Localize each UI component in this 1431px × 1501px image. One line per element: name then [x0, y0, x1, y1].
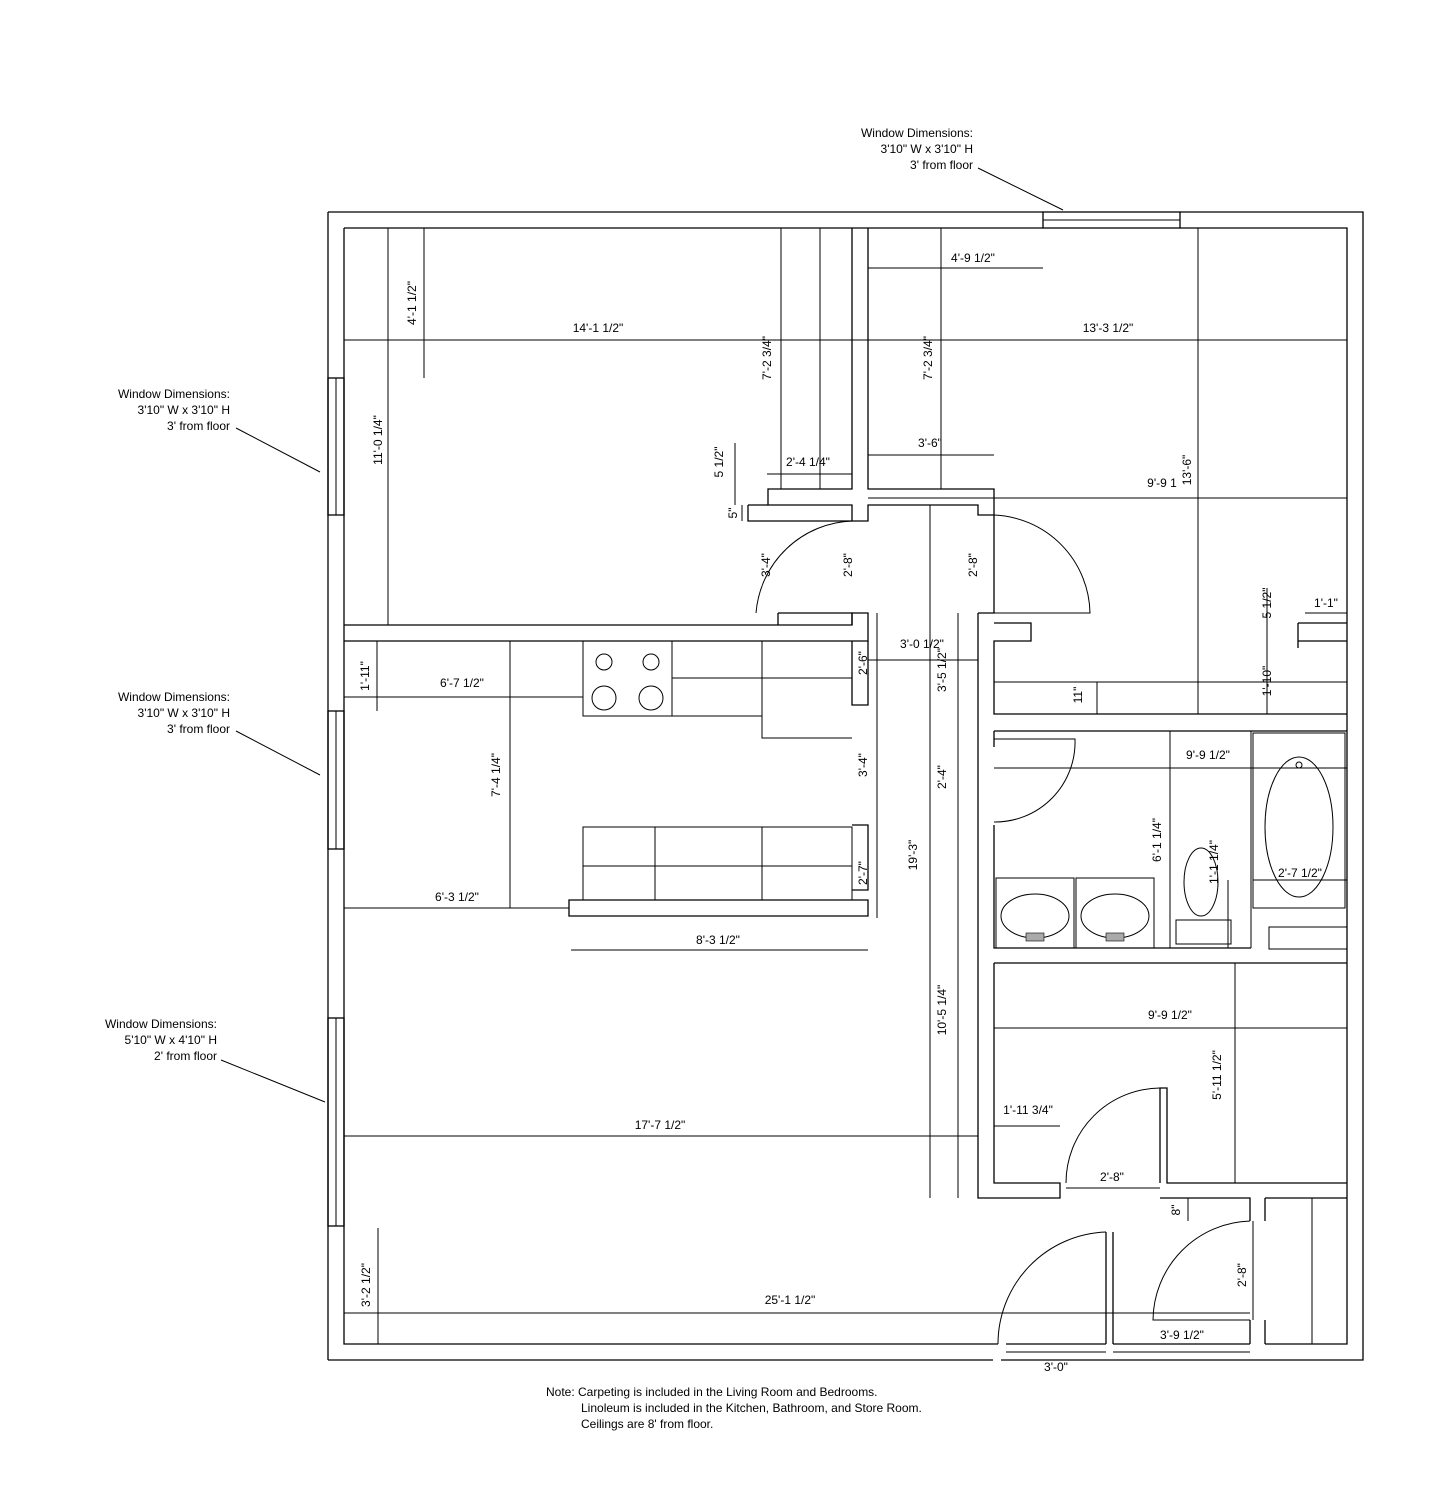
dimension-label: 14'-1 1/2": [573, 321, 624, 335]
dimension-label: 1'-1": [1314, 596, 1338, 610]
dimension-label: 4'-9 1/2": [951, 251, 995, 265]
dimension-label: 9'-9 1: [1147, 476, 1177, 490]
dimension-label: 2'-6": [856, 651, 870, 675]
dimension-label: 1'-11": [358, 661, 372, 691]
floor-plan-note: Note: Carpeting is included in the Livin…: [546, 1385, 922, 1431]
dimension-label: 1'-1 1/4": [1207, 840, 1221, 884]
window-title: Window Dimensions:: [118, 690, 230, 704]
dimension-labels-vertical: 4'-1 1/2" 7'-2 3/4" 7'-2 3/4" 11'-0 1/4"…: [358, 281, 1274, 1307]
dimension-label: 6'-1 1/4": [1150, 818, 1164, 862]
window-title: Window Dimensions:: [861, 126, 973, 140]
dimension-label: 5": [726, 508, 740, 519]
window-annotation-kitchen: Window Dimensions: 3'10" W x 3'10" H 3' …: [118, 690, 230, 736]
dimension-label: 1'-11 3/4": [1003, 1103, 1053, 1117]
dimension-lines: [344, 228, 1347, 1353]
dimension-label: 11'-0 1/4": [371, 415, 385, 465]
dimension-label: 3'-0": [1044, 1360, 1068, 1374]
window-annotation-bedroom: Window Dimensions: 3'10" W x 3'10" H 3' …: [118, 387, 230, 433]
dimension-label: 9'-9 1/2": [1148, 1008, 1192, 1022]
dimension-label: 25'-1 1/2": [765, 1293, 816, 1307]
dimension-label: 2'-7 1/2": [1278, 866, 1322, 880]
window-annotation-living: Window Dimensions: 5'10" W x 4'10" H 2' …: [105, 1017, 217, 1063]
dimension-label: 4'-1 1/2": [405, 281, 419, 325]
dimension-label: 3'-4": [759, 553, 773, 577]
dimension-label: 6'-7 1/2": [440, 676, 484, 690]
dimension-label: 3'-5 1/2": [935, 648, 949, 692]
door-swings: [755, 514, 1251, 1345]
sink-right: [1075, 877, 1155, 949]
dimension-label: 2'-8": [841, 553, 855, 577]
fixtures: [568, 228, 1348, 1344]
dimension-label: 9'-9 1/2": [1186, 748, 1230, 762]
dimension-label: 2'-4 1/4": [786, 455, 830, 469]
dimension-label: 2'-8": [1235, 1263, 1249, 1287]
dimension-label: 2'-4": [935, 765, 949, 789]
toilet-tank: [1175, 919, 1232, 945]
window-size: 3'10" W x 3'10" H: [138, 403, 230, 417]
dimension-label: 5 1/2": [1260, 588, 1274, 619]
dimension-label: 5 1/2": [712, 447, 726, 478]
dimension-label: 3'-2 1/2": [359, 1263, 373, 1307]
stove: [582, 640, 673, 717]
window-size: 5'10" W x 4'10" H: [125, 1033, 217, 1047]
window-annotation-top: Window Dimensions: 3'10" W x 3'10" H 3' …: [861, 126, 973, 172]
dimension-label: 3'-6": [918, 436, 942, 450]
dimension-label: 2'-8": [1100, 1170, 1124, 1184]
dimension-label: 3'-9 1/2": [1160, 1328, 1204, 1342]
note-line: Ceilings are 8' from floor.: [581, 1417, 713, 1431]
sink-left: [995, 877, 1075, 949]
dimension-label: 17'-7 1/2": [635, 1118, 686, 1132]
dimension-label: 3'-4": [856, 753, 870, 777]
window-title: Window Dimensions:: [105, 1017, 217, 1031]
dimension-label: 6'-3 1/2": [435, 890, 479, 904]
dimension-label: 7'-2 3/4": [921, 336, 935, 380]
dimension-label: 11": [1071, 687, 1085, 704]
note-line: Note: Carpeting is included in the Livin…: [546, 1385, 878, 1399]
window-height: 3' from floor: [167, 722, 230, 736]
window-title: Window Dimensions:: [118, 387, 230, 401]
outer-walls: [327, 211, 1364, 1361]
dimension-label: 8": [1169, 1205, 1183, 1216]
dimension-label: 2'-8": [966, 553, 980, 577]
dimension-label: 13'-6": [1180, 455, 1194, 486]
dimension-label: 5'-11 1/2": [1210, 1050, 1224, 1100]
bathtub: [1252, 732, 1346, 909]
dimension-label: 3'-0 1/2": [900, 637, 944, 651]
window-height: 2' from floor: [154, 1049, 217, 1063]
window-size: 3'10" W x 3'10" H: [881, 142, 973, 156]
note-line: Linoleum is included in the Kitchen, Bat…: [581, 1401, 922, 1415]
window-height: 3' from floor: [167, 419, 230, 433]
window-size: 3'10" W x 3'10" H: [138, 706, 230, 720]
window-height: 3' from floor: [910, 158, 973, 172]
dimension-label: 13'-3 1/2": [1083, 321, 1134, 335]
dimension-labels-horizontal: 14'-1 1/2" 13'-3 1/2" 4'-9 1/2" 2'-4 1/4…: [435, 251, 1338, 1374]
dimension-label: 19'-3": [906, 840, 920, 871]
dimension-label: 10'-5 1/4": [935, 985, 949, 1036]
dimension-label: 1'-10": [1260, 666, 1274, 697]
window-leaders: [220, 167, 1064, 1103]
dimension-label: 8'-3 1/2": [696, 933, 740, 947]
dimension-label: 7'-4 1/4": [489, 753, 503, 797]
dimension-label: 7'-2 3/4": [760, 336, 774, 380]
dimension-label: 2'-7": [856, 861, 870, 885]
